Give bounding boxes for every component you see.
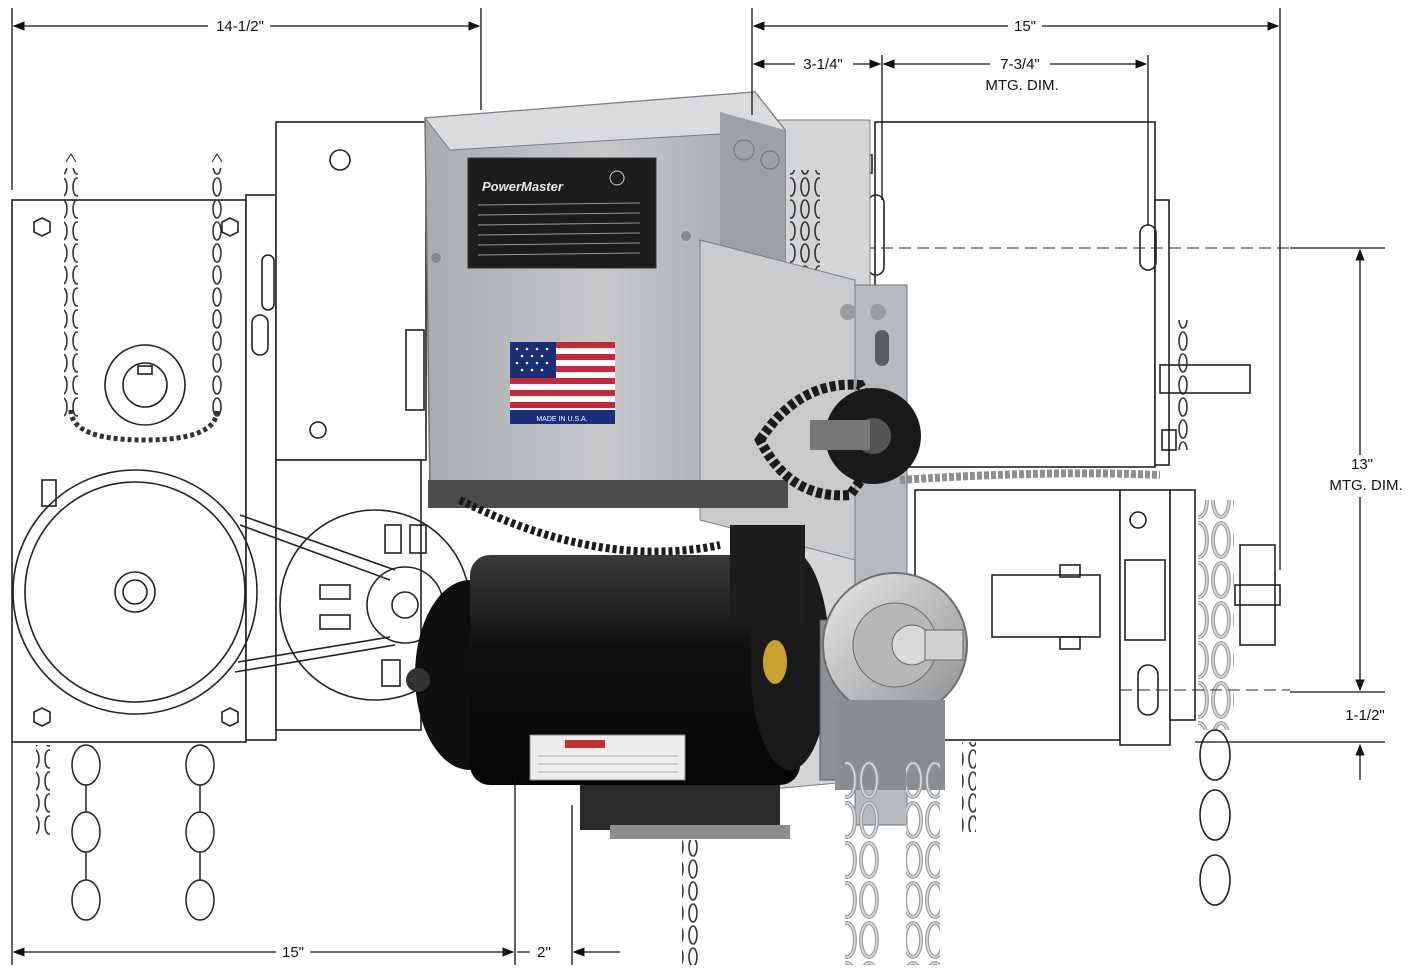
flag-caption: MADE IN U.S.A. [536,416,587,423]
dim-offset-3-1-4: 3-1/4" [803,56,843,73]
drive-chain-loop-drawing [64,153,224,443]
brand-plate-text: PowerMaster [482,179,564,194]
us-flag-decal: MADE IN U.S.A. [510,342,615,424]
hand-chain-steel [682,760,940,965]
hand-chain-drawing-left [36,744,215,921]
upper-sprocket [754,304,921,501]
dim-mtg-7-3-4-caption: MTG. DIM. [985,77,1058,94]
dimension-lines [11,8,1385,965]
dim-bottom-15: 15" [282,944,304,961]
output-sprocket [819,572,968,790]
dim-offset-1-1-2: 1-1/2" [1345,707,1385,724]
dim-height-13-caption: MTG. DIM. [1329,477,1402,494]
dim-bottom-2: 2" [537,944,551,961]
dim-top-right-width: 15" [1014,18,1036,35]
dimension-labels: 14-1/2" 15" 3-1/4" 7-3/4" MTG. DIM. 13" … [208,17,1415,961]
line-drawing-left [11,121,471,743]
dim-height-13: 13" [1351,456,1373,473]
electric-motor [406,525,830,839]
dim-mtg-7-3-4: 7-3/4" [1000,56,1040,73]
operator-photo: PowerMaster [406,91,1161,965]
dim-top-left-width: 14-1/2" [216,18,264,35]
